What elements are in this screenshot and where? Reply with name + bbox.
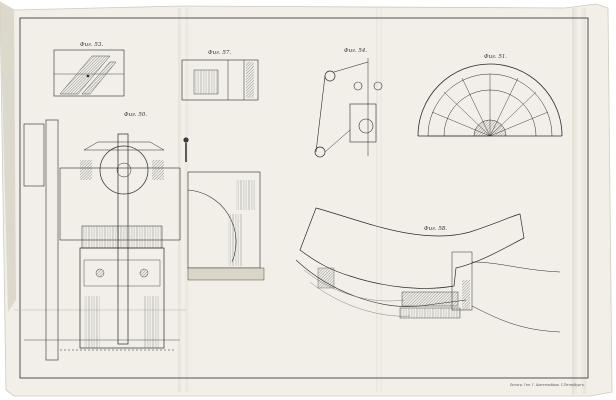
figure-54 bbox=[314, 58, 383, 158]
lithographer-imprint: Литогр. Ген. Г. Шенгельбаха. С.Петербург… bbox=[510, 383, 585, 387]
figure-58 bbox=[295, 207, 561, 333]
figure-50 bbox=[23, 119, 189, 361]
figure-57 bbox=[181, 59, 259, 101]
figure-50-label: Фиг. 50. bbox=[124, 112, 147, 118]
figure-53-label: Фиг. 53. bbox=[80, 42, 103, 48]
figure-54-label: Фиг. 54. bbox=[344, 48, 367, 54]
figure-51-label: Фиг. 51. bbox=[484, 54, 507, 60]
figure-57-label: Фиг. 57. bbox=[208, 50, 231, 56]
figure-58-label: Фиг. 58. bbox=[424, 226, 447, 232]
figure-53 bbox=[53, 49, 125, 97]
figure-50-wheel-housing bbox=[187, 171, 265, 281]
